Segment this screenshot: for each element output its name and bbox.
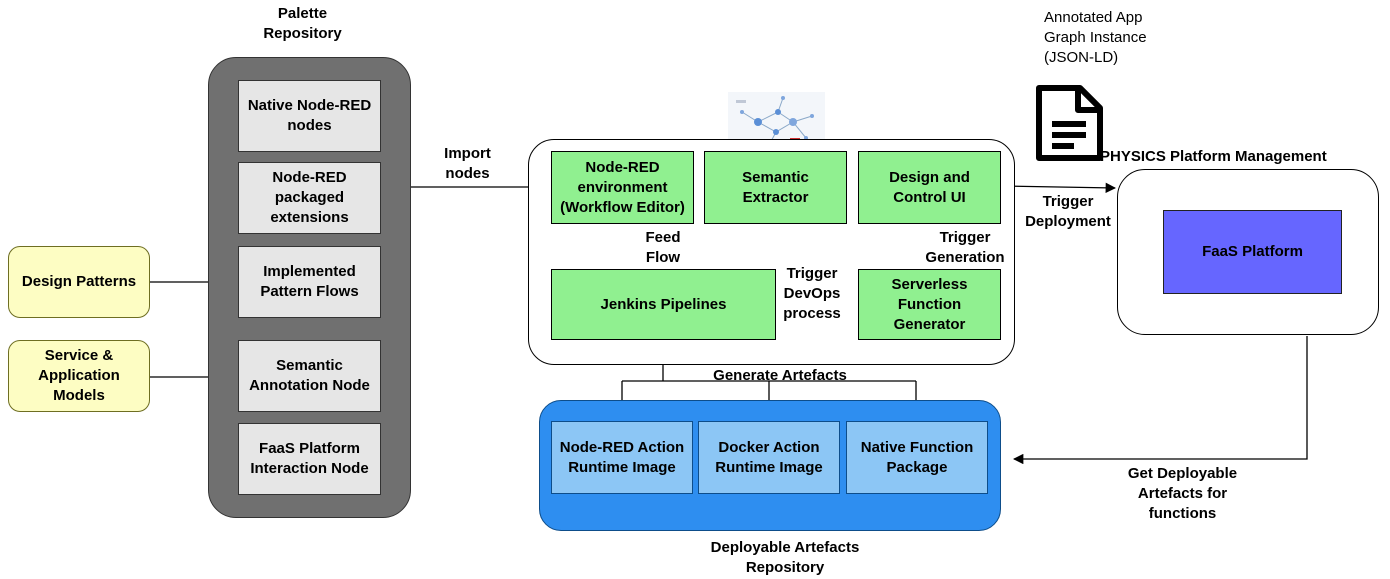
- arrow-trigger-deployment: [1000, 182, 1117, 194]
- artefacts-repository-title: Deployable Artefacts Repository: [710, 539, 860, 576]
- artefact-native-package[interactable]: Native Function Package: [846, 421, 988, 494]
- service-models-box[interactable]: Service & Application Models: [8, 340, 150, 412]
- faas-platform-box[interactable]: FaaS Platform: [1163, 210, 1342, 294]
- trigger-generation-label: Trigger Generation: [925, 229, 1005, 266]
- node-red-environment-box[interactable]: Node-RED environment (Workflow Editor): [551, 151, 694, 224]
- get-deployable-label: Get Deployable Artefacts for functions: [1127, 465, 1238, 522]
- artefact-docker-image[interactable]: Docker Action Runtime Image: [698, 421, 840, 494]
- trigger-devops-label: Trigger DevOps process: [783, 265, 841, 322]
- palette-item-semantic-annotation[interactable]: Semantic Annotation Node: [238, 340, 381, 412]
- design-control-ui-box[interactable]: Design and Control UI: [858, 151, 1001, 224]
- palette-item-faas-interaction[interactable]: FaaS Platform Interaction Node: [238, 423, 381, 495]
- artefact-node-red-image[interactable]: Node-RED Action Runtime Image: [551, 421, 693, 494]
- annotated-graph-label: Annotated App Graph Instance (JSON-LD): [1044, 9, 1147, 66]
- arrow-get-deployable: [1012, 336, 1308, 465]
- document-icon: [1034, 84, 1104, 162]
- generate-artefacts-label: Generate Artefacts: [713, 367, 847, 384]
- design-patterns-box[interactable]: Design Patterns: [8, 246, 150, 318]
- palette-title: Palette Repository: [263, 5, 342, 42]
- import-nodes-label: Import nodes: [444, 145, 491, 182]
- platform-title: PHYSICS Platform Management: [1100, 148, 1327, 165]
- palette-item-packaged-extensions[interactable]: Node-RED packaged extensions: [238, 162, 381, 234]
- semantic-extractor-box[interactable]: Semantic Extractor: [704, 151, 847, 224]
- palette-item-pattern-flows[interactable]: Implemented Pattern Flows: [238, 246, 381, 318]
- feed-flow-label: Feed Flow: [645, 229, 681, 266]
- serverless-function-generator-box[interactable]: Serverless Function Generator: [858, 269, 1001, 340]
- palette-item-native-nodes[interactable]: Native Node-RED nodes: [238, 80, 381, 152]
- jenkins-pipelines-box[interactable]: Jenkins Pipelines: [551, 269, 776, 340]
- trigger-deployment-label: Trigger Deployment: [1025, 193, 1111, 230]
